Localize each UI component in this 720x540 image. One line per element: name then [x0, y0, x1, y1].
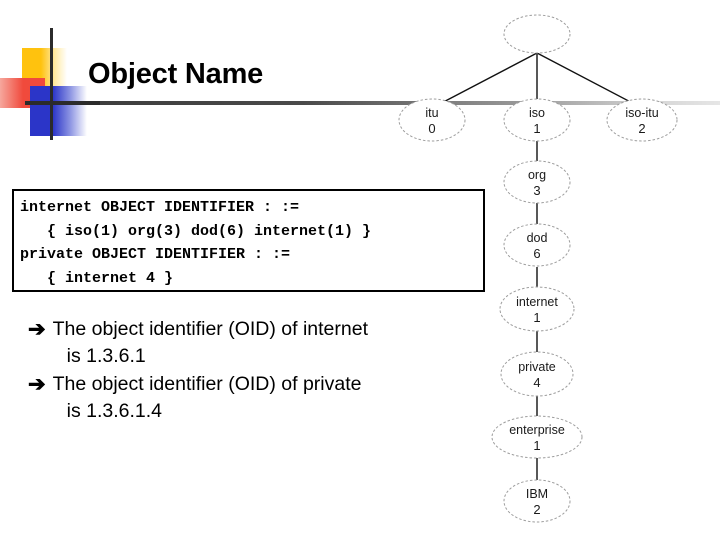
tree-node-dod-number: 6	[533, 246, 540, 261]
tree-node-internet[interactable]: internet 1	[499, 286, 575, 332]
tree-node-enterprise-number: 1	[533, 438, 540, 453]
tree-node-ibm-number: 2	[533, 502, 540, 517]
edge-root-itu	[431, 52, 538, 109]
bullet-text: The object identifier (OID) of private i…	[53, 371, 362, 425]
tree-node-iso-itu-label: iso-itu	[625, 106, 658, 120]
bullet-line-2: is 1.3.6.1.4	[66, 400, 163, 422]
asn1-code-box: internet OBJECT IDENTIFIER : := { iso(1)…	[12, 189, 485, 292]
logo-horizontal-rule	[25, 101, 100, 105]
tree-node-org-label: org	[528, 168, 546, 182]
bullet-text: The object identifier (OID) of internet …	[53, 316, 368, 370]
logo-vertical-rule	[50, 28, 53, 140]
tree-node-iso-label: iso	[529, 106, 545, 120]
page-title: Object Name	[88, 58, 264, 90]
tree-node-itu-number: 0	[428, 121, 435, 136]
tree-node-ibm[interactable]: IBM 2	[503, 479, 571, 523]
tree-node-dod[interactable]: dod 6	[503, 223, 571, 267]
title-divider-rule	[25, 101, 720, 105]
tree-node-itu[interactable]: itu 0	[398, 98, 466, 142]
tree-node-internet-label: internet	[516, 295, 558, 309]
bullet-line-1: The object identifier (OID) of private	[52, 373, 362, 395]
tree-node-private-number: 4	[533, 375, 540, 390]
tree-node-enterprise[interactable]: enterprise 1	[491, 415, 583, 459]
tree-node-enterprise-label: enterprise	[509, 423, 565, 437]
edge-root-iso-itu	[536, 52, 643, 109]
template-logo	[0, 28, 110, 140]
tree-node-iso-number: 1	[533, 121, 540, 136]
list-item: ➔ The object identifier (OID) of interne…	[28, 316, 478, 370]
list-item: ➔ The object identifier (OID) of private…	[28, 371, 478, 425]
tree-node-org[interactable]: org 3	[503, 160, 571, 204]
tree-node-root[interactable]	[503, 14, 571, 54]
tree-node-itu-label: itu	[425, 106, 438, 120]
arrow-right-icon: ➔	[28, 373, 46, 396]
tree-node-internet-number: 1	[533, 310, 540, 325]
tree-node-iso-itu[interactable]: iso-itu 2	[606, 98, 678, 142]
tree-node-ibm-label: IBM	[526, 487, 548, 501]
asn1-code-text: internet OBJECT IDENTIFIER : := { iso(1)…	[20, 199, 372, 287]
tree-node-private[interactable]: private 4	[500, 351, 574, 397]
arrow-right-icon: ➔	[28, 318, 46, 341]
tree-node-iso[interactable]: iso 1	[503, 98, 571, 142]
tree-node-iso-itu-number: 2	[638, 121, 645, 136]
tree-node-org-number: 3	[533, 183, 540, 198]
tree-node-private-label: private	[518, 360, 556, 374]
tree-node-dod-label: dod	[527, 231, 548, 245]
oid-tree-diagram: itu 0 iso 1 iso-itu 2 org 3 dod 6 intern…	[380, 0, 720, 540]
bullet-line-2: is 1.3.6.1	[66, 345, 146, 367]
logo-blue-square	[30, 86, 87, 136]
bullet-list: ➔ The object identifier (OID) of interne…	[28, 316, 478, 426]
bullet-line-1: The object identifier (OID) of internet	[52, 318, 368, 340]
